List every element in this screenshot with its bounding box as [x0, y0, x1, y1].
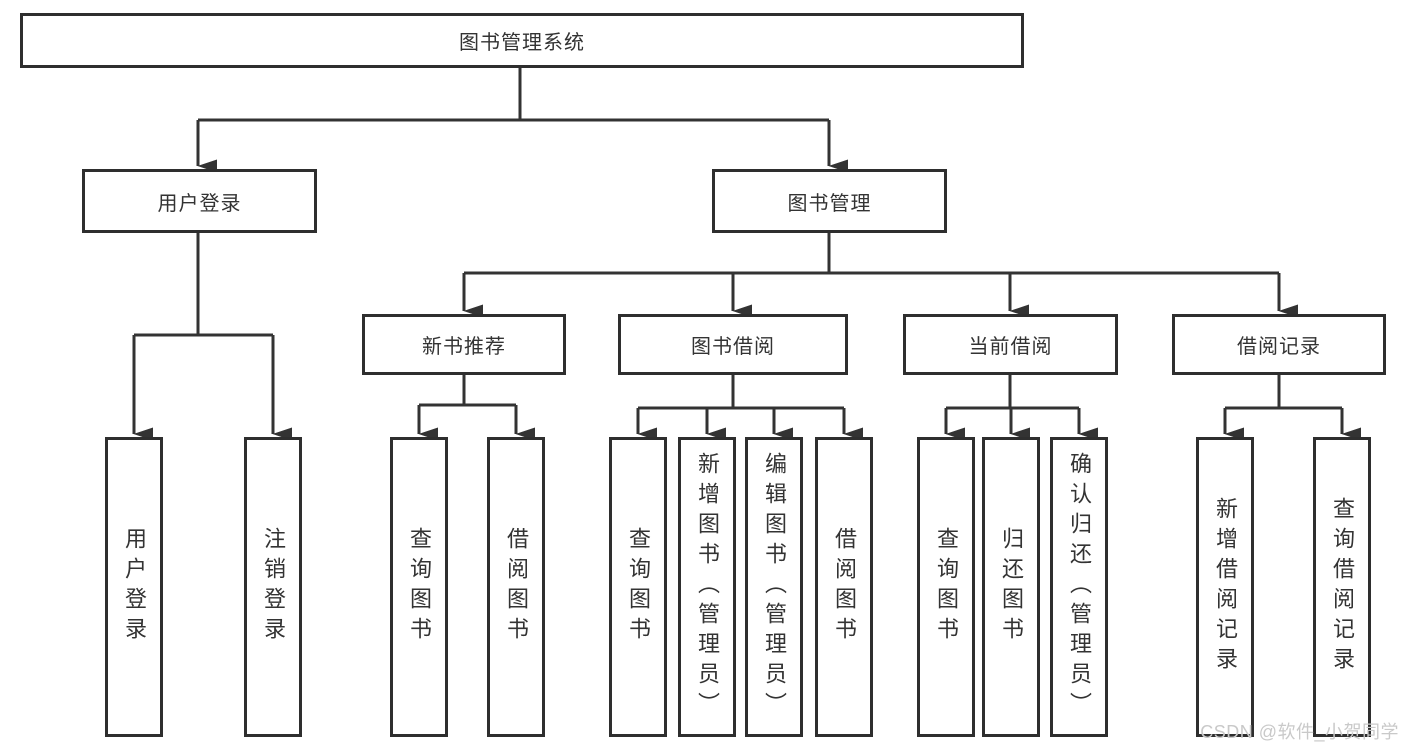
leaf-confirm-return-admin: 确认归还（管理员） — [1050, 437, 1108, 737]
leaf-edit-book-admin: 编辑图书（管理员） — [745, 437, 803, 737]
leaf-query-books-current: 查询图书 — [917, 437, 975, 737]
tree-branch-lines — [134, 68, 1342, 410]
leaf-add-book-admin: 新增图书（管理员） — [678, 437, 736, 737]
leaf-borrow-books-recommend: 借阅图书 — [487, 437, 545, 737]
node-borrow-records: 借阅记录 — [1172, 314, 1386, 375]
leaf-borrow-books: 借阅图书 — [815, 437, 873, 737]
leaf-add-borrow-record: 新增借阅记录 — [1196, 437, 1254, 737]
leaf-query-borrow-record: 查询借阅记录 — [1313, 437, 1371, 737]
node-user-login: 用户登录 — [82, 169, 317, 233]
leaf-logout-login: 注销登录 — [244, 437, 302, 737]
leaf-query-books-borrow: 查询图书 — [609, 437, 667, 737]
leaf-user-login: 用户登录 — [105, 437, 163, 737]
leaf-return-book: 归还图书 — [982, 437, 1040, 737]
leaf-query-books-recommend: 查询图书 — [390, 437, 448, 737]
node-book-management: 图书管理 — [712, 169, 947, 233]
node-library-system: 图书管理系统 — [20, 13, 1024, 68]
node-new-book-recommend: 新书推荐 — [362, 314, 566, 375]
watermark: CSDN @软件_小贺同学 — [1200, 722, 1399, 742]
node-current-borrow: 当前借阅 — [903, 314, 1118, 375]
node-book-borrow: 图书借阅 — [618, 314, 848, 375]
